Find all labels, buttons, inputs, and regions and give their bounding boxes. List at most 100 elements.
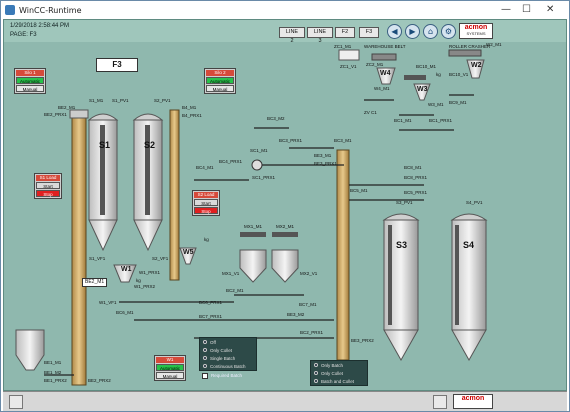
s1-stop-button[interactable]: Stop [36,190,60,197]
page-label: PAGE: F3 [10,32,37,38]
intake-hopper[interactable] [15,329,45,371]
weigher-w1[interactable] [113,264,137,283]
radio-label: Only Batch [321,362,344,368]
silo-s1-label: S1 [99,140,111,150]
tag-w1-prx2: W1_PRX2 [134,284,156,289]
minimize-icon[interactable]: — [501,4,511,15]
radio-dot-icon [314,363,318,367]
tag-mx2-v1: MX2_V1 [300,271,318,276]
back-arrow-icon[interactable]: ◀ [387,24,402,39]
silo2-automatic-button[interactable]: Automatic [206,77,234,84]
weigher-w4-label: W4 [380,70,391,77]
line2-button[interactable]: LINE 2 [279,27,305,44]
screw-conveyor-sc1[interactable] [251,159,263,171]
mixer-mx1[interactable] [239,249,267,283]
tag-bc6-prx1: BC6_PRX1 [199,300,223,305]
conveyor-lines [44,94,474,376]
s2-stop-button[interactable]: Stop [194,207,218,214]
tag-s2-pv1: S2_PV1 [154,98,171,103]
tag-bc2-m1: BC2_M1 [226,288,244,293]
tag-sc1-m1: SC1_M1 [250,148,268,153]
tag-bc1-m1: BC1_M1 [394,118,412,123]
tag-w3-m1: W3_M1 [428,102,444,107]
tag-be1-m2: BE1_M2 [44,370,62,375]
w5-kg-unit: kg [204,237,209,242]
tag-w2-m1: W2_M1 [486,42,502,47]
roller-crusher[interactable] [448,49,482,57]
silo2-manual-button[interactable]: Manual [206,85,234,92]
tag-bc10-v1: BC10_V1 [449,72,469,77]
tag-bc3-m2: BC3_M2 [267,116,285,121]
footer-logo-text: acmon [461,395,485,402]
radio-label: Batch and Collet [321,378,355,384]
forward-arrow-icon[interactable]: ▶ [405,24,420,39]
maximize-icon[interactable]: ☐ [522,4,531,15]
tag-bc4-prx1: BC4_PRX1 [219,159,243,164]
zc1-label: ZC1_M1 [334,44,352,49]
weigher-w4[interactable] [376,67,396,85]
radio-dot-icon [203,340,207,344]
wincc-app-icon [5,5,15,15]
w1-panel-title: W1 [156,357,184,363]
tag-s3-pv1: S3_PV1 [396,200,413,205]
weigher-w3[interactable] [413,83,431,101]
radio-only-collet-2[interactable]: Only Collet [311,369,367,377]
tag-sc1-prx1: SC1_PRX1 [252,175,276,180]
bucket-elevator-be2[interactable] [71,114,87,386]
tag-s4-pv1: S4_PV1 [466,200,483,205]
home-status-icon[interactable] [9,395,23,409]
tag-zvc: ZV C1 [364,110,377,115]
home-icon[interactable]: ⌂ [423,24,438,39]
required-batch-checkbox[interactable] [202,373,208,379]
silo1-manual-button[interactable]: Manual [16,85,44,92]
weigher-w2-label: W2 [471,62,482,69]
tag-bc8-prx1: BC8_PRX1 [404,175,428,180]
radio-batch-and-collet[interactable]: Batch and Collet [311,377,367,385]
weigher-w5[interactable] [179,247,197,265]
logo-subtext: SYSTEMS [466,31,486,36]
be2-m1-tag[interactable]: BE2_M1 [82,278,108,287]
tag-be1-m1: BE1_M1 [44,360,62,365]
settings-icon[interactable]: ⚙ [441,24,456,39]
tag-bc6-m1: BC6_M1 [116,310,134,315]
w1-manual-button[interactable]: Manual [156,372,184,379]
f2-button[interactable]: F2 [335,27,355,38]
acmon-footer-logo: acmon [453,394,493,409]
s1-start-button[interactable]: Start [36,182,60,189]
radio-only-collet[interactable]: Only Collet [200,346,256,354]
alarm-status-icon[interactable] [433,395,447,409]
bucket-elevator-b4[interactable] [169,109,180,281]
silo-s1-level-bar [100,125,105,215]
mixer-mx2[interactable] [271,249,299,283]
w1-automatic-button[interactable]: Automatic [156,364,184,371]
warehouse-belt[interactable] [371,53,397,61]
tag-bc3-prx1: BC3_PRX1 [279,138,303,143]
radio-off[interactable]: Off [200,338,256,346]
tag-s1-m1: S1_M1 [89,98,104,103]
tag-w1-prx1: W1_PRX1 [139,270,161,275]
f3-button[interactable]: F3 [359,27,379,38]
s2-load-title: S2 Load [194,192,218,198]
zc1-hopper[interactable] [338,49,360,61]
tag-w1-vf1: W1_VF1 [99,300,117,305]
weigher-w2[interactable] [466,59,485,79]
s2-start-button[interactable]: Start [194,199,218,206]
required-batch-label: Required Batch [211,373,243,378]
tag-bc8-m1: BC8_M1 [404,165,422,170]
logo-text: acmon [464,24,488,31]
close-icon[interactable]: ✕ [546,4,555,15]
radio-only-batch[interactable]: Only Batch [311,361,367,369]
radio-continuous-batch[interactable]: Continuous Batch [200,362,256,370]
silo-s2-cone [133,219,163,252]
window-title: WinCC-Runtime [19,5,82,15]
radio-single-batch[interactable]: Single Batch [200,354,256,362]
line3-button[interactable]: LINE 3 [307,27,333,44]
tag-s1-pv1: S1_PV1 [112,98,129,103]
radio-label: Only Collet [210,347,233,353]
tag-mx1-v1: MX1_V1 [222,271,240,276]
bucket-elevator-be3[interactable] [336,149,350,361]
silo1-automatic-button[interactable]: Automatic [16,77,44,84]
radio-label: Single Batch [210,355,236,361]
s1-load-title: S1 Load [36,175,60,181]
tag-bc3-m1: BC3_M1 [334,138,352,143]
